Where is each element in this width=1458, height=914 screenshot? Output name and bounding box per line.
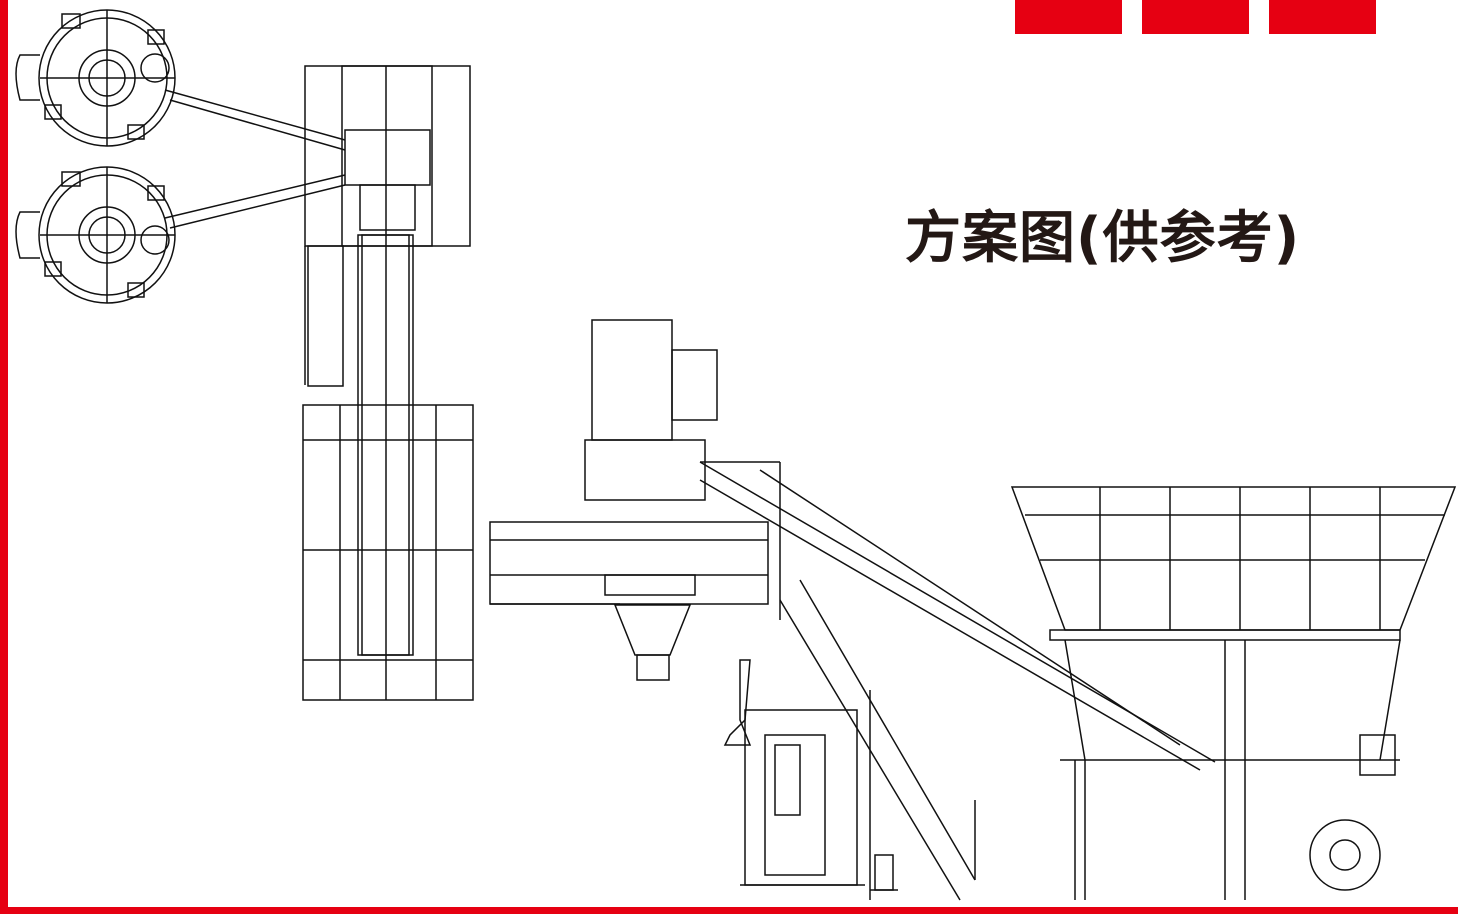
water-pump: [870, 854, 898, 891]
page-title: 方案图(供参考): [905, 206, 1301, 271]
screw-conveyors: [164, 89, 346, 229]
silo-top-view-1: [15, 9, 176, 147]
access-stairs: [779, 579, 976, 901]
left-accent-bar: [0, 0, 8, 914]
aggregate-hopper-elevation: [1010, 486, 1457, 900]
silo-top-view-2: [15, 166, 176, 304]
header-tab-2: [1142, 0, 1249, 34]
mixer-tower-elevation: [489, 319, 769, 681]
control-cabin: [740, 709, 865, 886]
bottom-accent-bar: [0, 907, 1458, 914]
belt-conveyor-elevation: [699, 461, 1216, 771]
header-tab-3: [1269, 0, 1376, 34]
header-tab-1: [1015, 0, 1122, 34]
plant-plan-view: [302, 65, 474, 701]
dust-collector: [723, 659, 752, 746]
